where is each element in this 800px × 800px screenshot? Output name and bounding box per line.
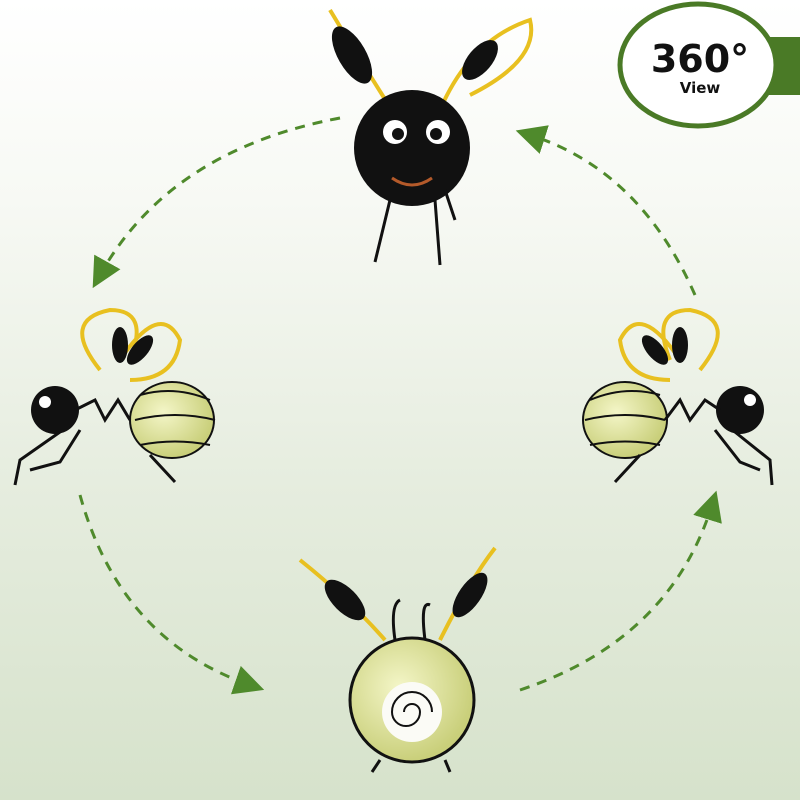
360-view-badge — [617, 1, 800, 129]
arrow-top-left — [92, 116, 341, 289]
rotation-arrows — [78, 116, 722, 695]
bee-left-view — [13, 307, 216, 486]
bee-back-view — [298, 546, 497, 773]
bee-front-view — [328, 8, 534, 266]
badge-label: 360° View — [620, 38, 780, 96]
arrow-bottom-right — [519, 490, 722, 692]
badge-title: 360° — [650, 37, 750, 81]
badge-subtitle: View — [679, 79, 721, 97]
bee-right-view — [582, 307, 774, 486]
arrow-right-top — [515, 125, 697, 296]
arrow-left-bottom — [78, 494, 265, 695]
